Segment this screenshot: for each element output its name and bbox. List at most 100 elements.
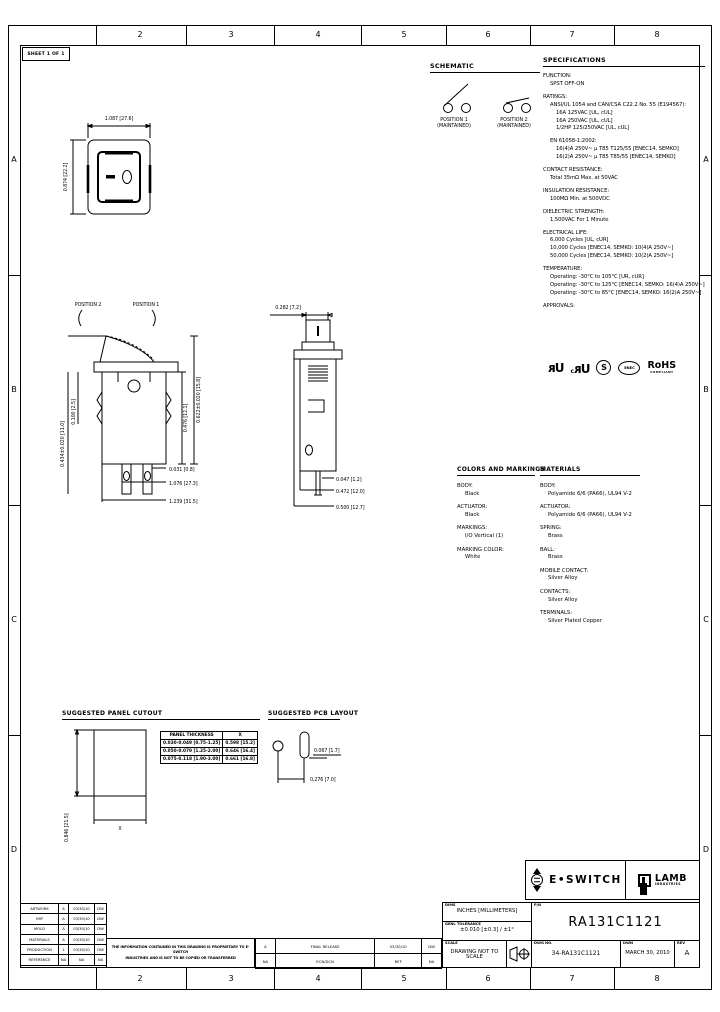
strip-by: NA [421,953,442,969]
approval-by: DW [94,944,107,956]
materials-title: MATERIALS [540,466,640,476]
table-row: 0.030-0.049 [0.75-1.25] 0.598 [15.2] [159,739,259,748]
zone-tick [614,968,615,990]
position1-text: POSITION 1 [440,118,468,123]
switch-lever-closed [505,97,530,104]
zone-row-label: B [703,385,709,394]
color-label: MARKINGS: [457,525,488,532]
approval-rev: A [58,923,69,935]
zone-row-label: D [702,845,710,854]
zone-col-label: 8 [654,30,660,39]
position2-subtext: (MAINTAINED) [497,124,531,130]
approval-rev: 1 [58,944,69,956]
enec-icon: ENEC [618,360,641,375]
front-height-dim: 0.874 [22.2] [63,163,69,192]
strip-rev: NA [255,953,276,969]
panel-x-cell: 0.646 [16.4] [222,747,259,756]
color-label: BODY: [457,483,473,489]
revision-value: A [684,948,690,957]
proprietary-note: THE INFORMATION CONTAINED IN THIS DRAWIN… [106,938,255,968]
color-label: MARKING COLOR: [457,546,504,553]
approval-date: 03/30/10 [68,923,95,935]
panel-cutout-title: SUGGESTED PANEL CUTOUT [62,710,260,720]
zone-row-label: A [11,155,17,164]
zone-col-label: 4 [315,30,321,39]
approvals-label: APPROVALS: [543,302,575,309]
insulation-value: 100MΩ Min. at 500VDC [550,195,610,202]
pcb-dim-1: 0.067 [1.7] [314,748,340,754]
zone-row-label: C [11,615,17,624]
cul-recognized-icon: cᴙU [570,358,590,377]
drawing-number-cell: DWG NO. 34-RA131C1121 [531,940,621,968]
cul-glyph: ᴙU [574,362,590,376]
material-label: SPRING: [540,525,562,532]
zone-col-label: 8 [654,974,660,983]
sheet-label: SHEET 1 OF 1 [22,47,70,61]
lamb-logo: LAMB INDUSTRIES [626,861,699,899]
panel-thickness-cell: 0.050-0.079 [1.25-2.00] [159,747,224,756]
table-row: MOLD A 03/30/10 DW [20,923,107,935]
ratings-label: RATINGS: [543,93,567,100]
zone-col-label: 2 [137,30,143,39]
specifications-title: SPECIFICATIONS [543,56,705,67]
pcb-layout-title: SUGGESTED PCB LAYOUT [268,710,358,720]
temperature-label: TEMPERATURE: [543,266,583,273]
dims-value: INCHES [MILLIMETERS] [456,907,518,914]
zone-tick [446,968,447,990]
revision-label: REV [677,941,686,945]
temperature-line: Operating: -30°C to 125°C [ENEC14, SEMKO… [550,281,705,288]
panel-table-col1: PANEL THICKNESS [159,731,224,740]
lamb-logo-text: LAMB [654,872,687,884]
approval-row-label: PRODUCTION [20,944,59,956]
approval-rev: A [58,933,69,946]
pcb-layout-drawing: 0.067 [1.7] 0.276 [7.0] [272,731,341,783]
material-label: BODY: [540,483,556,489]
ul-recognized-icon: ᴙU [548,360,564,375]
approval-rev: A [58,902,69,915]
tolerance-cell: GENL TOLERANCE ±0.010 [±0.3] / ±1° [442,921,532,941]
colors-section: COLORS AND MARKINGS BODY:Black ACTUATOR:… [457,466,545,568]
part-number-label: P/N [534,903,541,907]
panel-height-dim: 0.846 [21.5] [64,813,70,842]
zone-tick [96,25,97,45]
io-o-marking [122,170,132,184]
scale-cell: SCALE DRAWING NOT TO SCALE [442,940,507,968]
table-row: NA ECN/DCN REF NA [255,953,442,969]
material-value: Silver Alloy [548,596,578,603]
life-line: 6,000 Cycles [UL, cUR] [550,237,609,244]
approval-rev: NA [58,954,69,966]
eswitch-logo-text: E•SWITCH [549,874,622,886]
strip-date: REF [374,953,423,969]
table-row: PRODUCTION 1 03/30/10 DW [20,944,107,956]
scale-value: DRAWING NOT TO SCALE [450,948,499,961]
third-angle-projection-icon [509,946,530,962]
dielectric-label: DIELECTRIC STRENGTH: [543,208,605,215]
zone-tick [700,505,712,506]
schematic-position1-label: POSITION 1 (MAINTAINED) [428,118,480,130]
end-dim-bottom-3: 0.500 [12.7] [336,505,365,511]
drawing-number-value: 34-RA131C1121 [551,949,601,957]
rohs-mark: RoHS COMPLIANT [647,361,676,374]
date-label: DWN [623,941,633,945]
end-view-drawing: 0.282 [7.2] 0.047 [1.2] 0.472 [12.0] 0.5… [270,305,365,511]
color-value: I/O Vertical (1) [465,532,504,539]
zone-tick [186,968,187,990]
zone-col-label: 6 [485,30,491,39]
rating-line: 1/2HP 125/250VAC [UL, cUL] [556,125,630,132]
note-line1: THE INFORMATION CONTAINED IN THIS DRAWIN… [111,945,250,955]
zone-col-label: 7 [569,30,575,39]
projection-symbol-cell [506,940,532,968]
part-number-value: RA131C1121 [568,914,663,930]
side-view-drawing: POSITION 2 POSITION 1 0.476 [12.1] 0.622… [60,302,202,505]
table-row: REFERENCE NA NA NA [20,954,107,966]
en-label: EN 61058-1:2002: [550,138,597,145]
contact-resistance-label: CONTACT RESISTANCE: [543,167,603,174]
revision-strip: A FINAL RELEASE 03/30/10 DW NA ECN/DCN R… [255,938,442,969]
color-value: Black [465,490,480,497]
material-value: Polyamide 6/6 (PA66), UL94 V-2 [548,511,632,518]
part-number-cell: P/N RA131C1121 [531,902,700,941]
pcb-dim-2: 0.276 [7.0] [310,777,336,783]
zone-tick [96,968,97,990]
en-line: 16(4)A 250V~ µ T85 T125/55 [ENEC14, SEMK… [556,146,679,153]
color-label: ACTUATOR: [457,504,488,511]
